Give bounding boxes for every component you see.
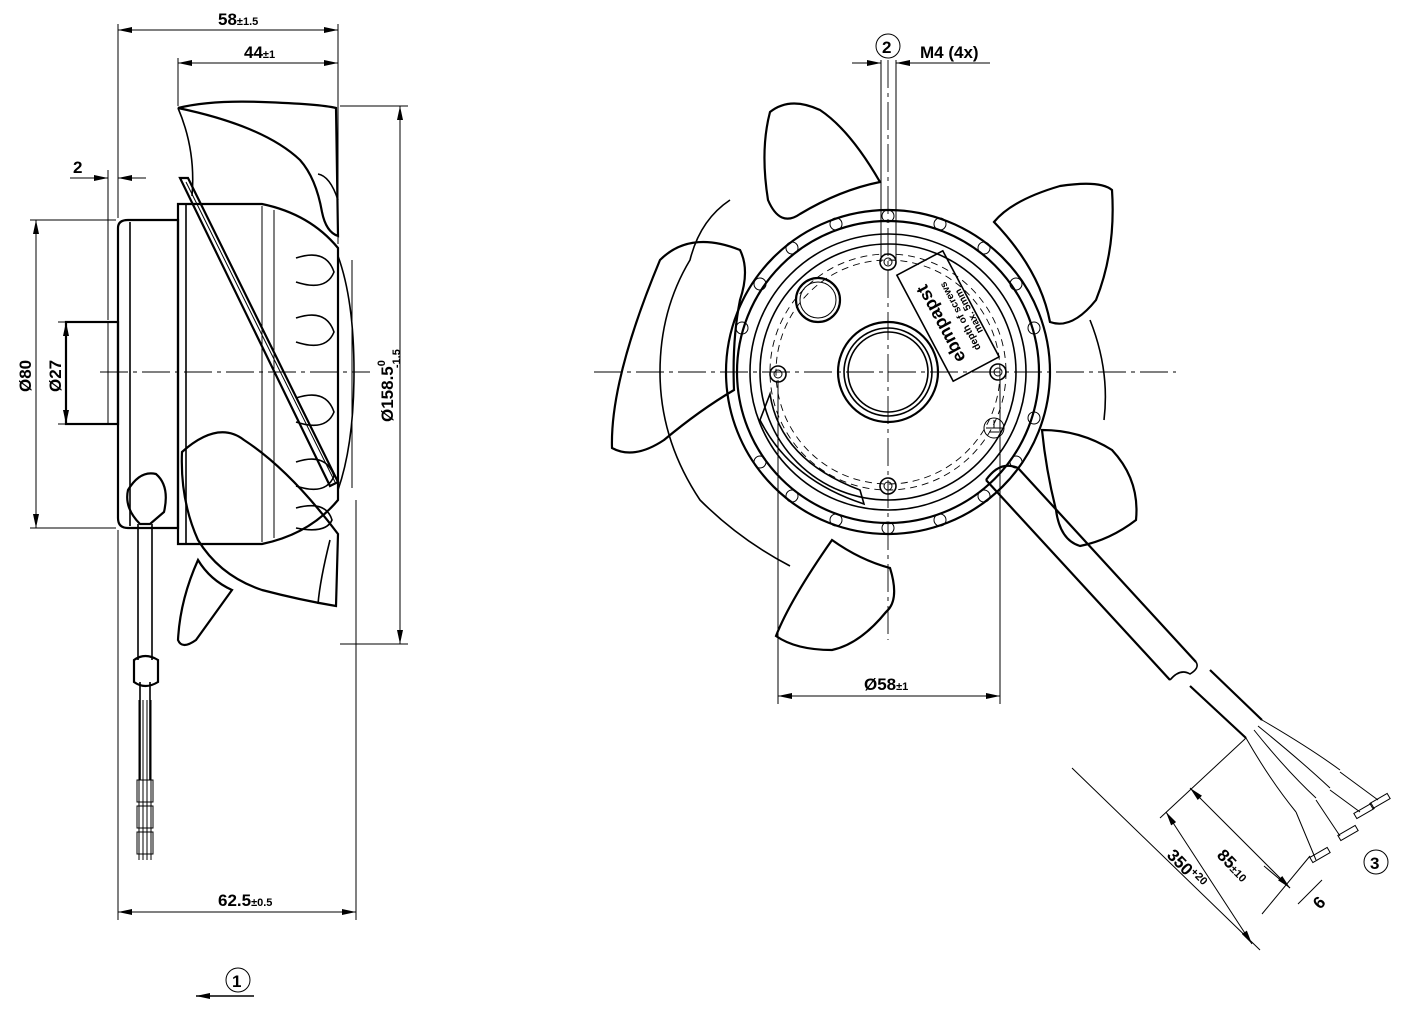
thread-label: M4 (4x) [920, 43, 979, 62]
front-view: ebmpapst depth of screws max. 5mm 2 M4 (… [594, 33, 1391, 951]
ring-holes [735, 209, 1041, 535]
dim-44: 44±1 [244, 43, 275, 62]
dim-d158-5: Ø158.50-1.5 [376, 349, 403, 422]
dim-d27: Ø27 [46, 360, 65, 392]
dim-6: 6 [1309, 893, 1329, 913]
callout-1: 1 [232, 972, 241, 991]
dim-d80: Ø80 [16, 360, 35, 392]
side-view: 58±1.5 44±1 2 Ø80 Ø27 Ø158.50-1.5 62.5±0… [16, 10, 408, 999]
label-plate: ebmpapst depth of screws max. 5mm [895, 249, 1001, 383]
dim-85: 85±10 [1213, 846, 1253, 886]
dim-350: 350+20 [1163, 846, 1209, 893]
dim-d58: Ø58±1 [864, 675, 908, 694]
dim-62-5: 62.5±0.5 [218, 891, 272, 910]
callout-3: 3 [1370, 854, 1379, 873]
ground-symbol-icon [983, 417, 1005, 439]
dim-2: 2 [73, 158, 82, 177]
callout-2: 2 [882, 38, 891, 57]
dim-58: 58±1.5 [218, 10, 258, 29]
